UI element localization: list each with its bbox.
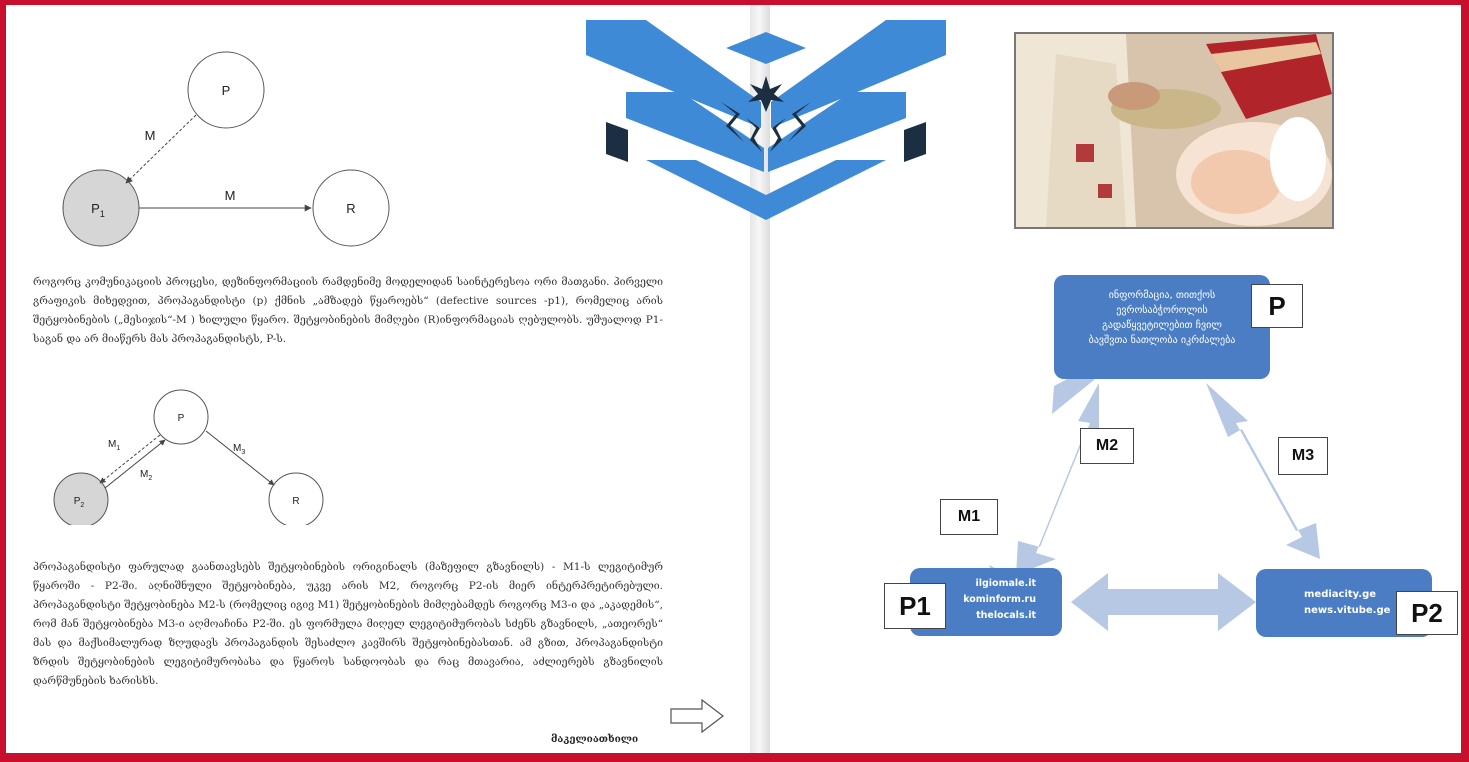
node-p1-base: P bbox=[91, 201, 100, 216]
arrow-right bbox=[1206, 383, 1320, 559]
edge-m1-base: M bbox=[108, 439, 116, 450]
right-box-line-2: news.vitube.ge bbox=[1304, 605, 1391, 616]
node-p2-base: P bbox=[74, 496, 81, 507]
node-r-label: R bbox=[346, 201, 355, 216]
left-page: P P1 R M M როგორც კომუნიკაციის პროცესი, … bbox=[6, 5, 750, 753]
paragraph-1: როგორც კომუნიკაციის პროცესი, დეზინფორმაც… bbox=[33, 276, 663, 345]
arrow-left bbox=[1016, 383, 1099, 575]
node-p2-sub: 2 bbox=[80, 502, 84, 509]
node-r-label: R bbox=[292, 496, 299, 507]
node-p2 bbox=[53, 472, 109, 525]
left-box-line-2: kominform.ru bbox=[963, 594, 1036, 605]
edge-m1-sub: 1 bbox=[116, 445, 120, 452]
tag-m3: M3 bbox=[1278, 437, 1328, 475]
diagram-1: P P1 R M M bbox=[62, 51, 390, 247]
top-box-line-3: გადაწყვეტილებით ჩვილ bbox=[1102, 320, 1222, 331]
outline-right-arrow-icon bbox=[670, 698, 724, 734]
tag-m2: M2 bbox=[1080, 428, 1134, 464]
tag-p2: P2 bbox=[1396, 591, 1458, 635]
node-p-label: P bbox=[222, 83, 231, 98]
baptism-photo-icon bbox=[1014, 32, 1334, 229]
edge-m1-label: M1 bbox=[108, 439, 120, 452]
edge-dashed bbox=[125, 114, 197, 184]
arrows-group bbox=[1016, 383, 1320, 631]
edge-m2-label: M2 bbox=[140, 469, 152, 482]
arrow-m1-m2 bbox=[989, 365, 1094, 582]
arrow-bottom bbox=[1071, 573, 1256, 631]
propagation-triangle-arrows bbox=[989, 365, 1320, 631]
node-p bbox=[153, 389, 209, 445]
node-r bbox=[268, 472, 324, 525]
edge-m2 bbox=[104, 439, 166, 489]
node-p bbox=[187, 51, 265, 129]
top-box-line-4: ბავშვთა ნათლობა იკრძალება bbox=[1088, 335, 1236, 346]
caption: მაკელიათხილი bbox=[551, 734, 639, 745]
tag-m1: M1 bbox=[940, 499, 998, 535]
node-p1-sub: 1 bbox=[100, 209, 105, 219]
edge-m2-sub: 2 bbox=[148, 475, 152, 482]
node-r bbox=[312, 169, 390, 247]
left-box-line-1: ilgiomale.it bbox=[975, 578, 1036, 589]
top-box: ინფორმაცია, თითქოს ევროსაბჭოროლის გადაწყ… bbox=[1054, 275, 1270, 379]
right-box-line-1: mediacity.ge bbox=[1304, 589, 1377, 600]
slide: P P1 R M M როგორც კომუნიკაციის პროცესი, … bbox=[6, 5, 1461, 753]
top-box-line-2: ევროსაბჭოროლის bbox=[1116, 305, 1208, 316]
left-box-line-3: thelocals.it bbox=[976, 610, 1036, 621]
edge-m2-base: M bbox=[140, 469, 148, 480]
edge-dashed-label: M bbox=[145, 128, 156, 143]
edge-m1 bbox=[99, 434, 161, 484]
tag-p1: P1 bbox=[884, 583, 946, 629]
edge-m3-base: M bbox=[233, 443, 241, 454]
paragraph-2: პროპაგანდისტი ფარულად გაანთავსებს შეტყობ… bbox=[33, 561, 663, 687]
edge-m3-sub: 3 bbox=[241, 449, 245, 456]
node-p-label: P bbox=[178, 413, 185, 424]
top-box-line-1: ინფორმაცია, თითქოს bbox=[1108, 290, 1216, 301]
diagram-2: P P2 R M1 M2 M3 bbox=[53, 389, 324, 525]
tag-p: P bbox=[1251, 284, 1303, 328]
node-p1-label: P1 bbox=[91, 201, 105, 219]
edge-m3 bbox=[205, 430, 275, 486]
edge-solid-label: M bbox=[225, 188, 236, 203]
node-p2-label: P2 bbox=[74, 496, 85, 509]
winged-star-emblem-icon bbox=[586, 20, 946, 220]
edge-m3-label: M3 bbox=[233, 443, 245, 456]
